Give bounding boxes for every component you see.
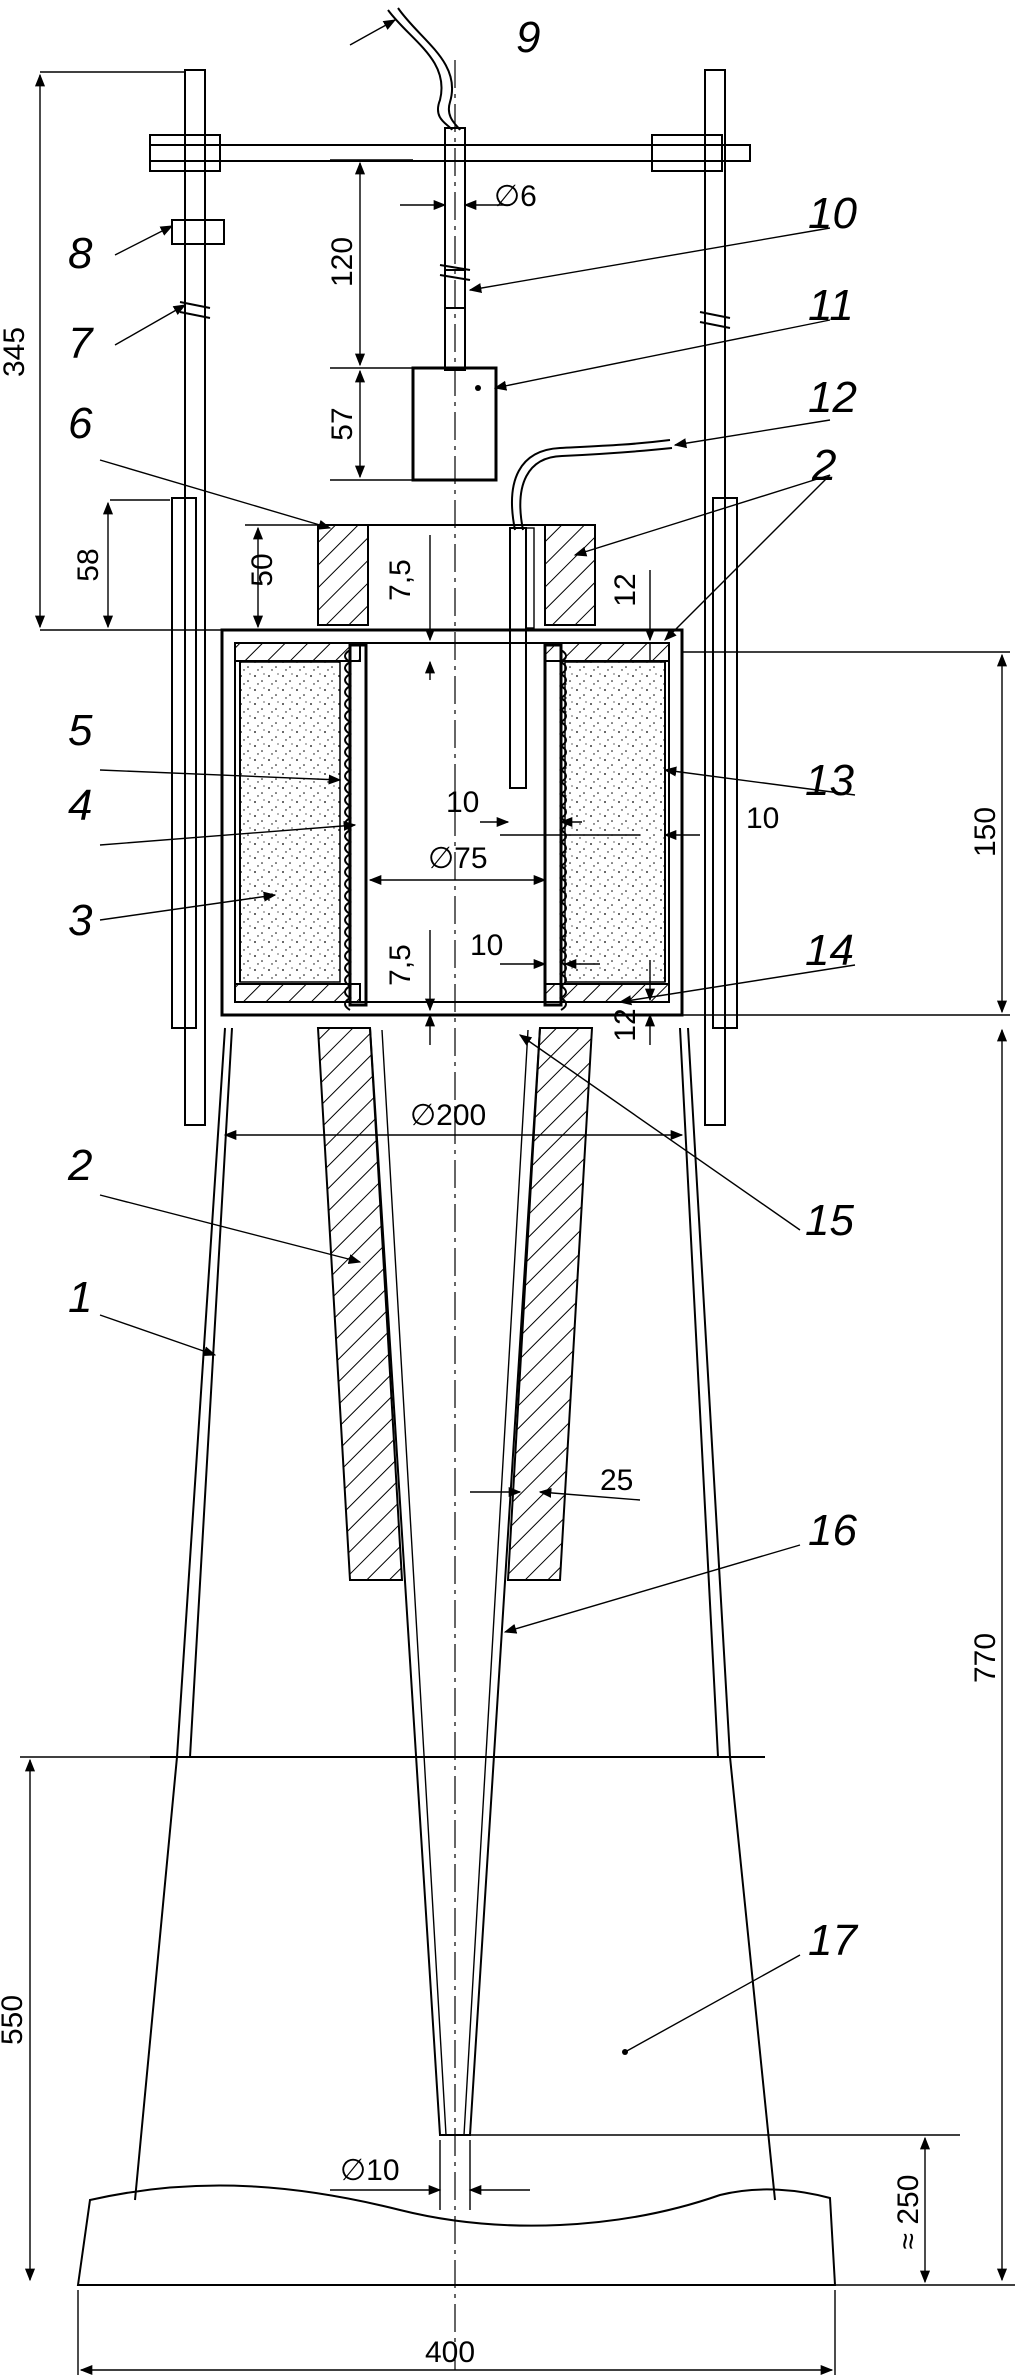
dim-345: 345 (0, 327, 31, 377)
dimension-lines (20, 71, 1015, 2376)
stand-right-break (699, 311, 731, 329)
dim-120: 120 (326, 237, 359, 287)
dim-400: 400 (425, 2336, 475, 2369)
label-16: 16 (808, 1506, 857, 1555)
thermocouple-12-sheath (509, 527, 527, 789)
insulation-left (239, 661, 341, 983)
dim-phi75: ∅75 (428, 842, 488, 875)
stand-clamp-8 (171, 219, 225, 245)
label-17: 17 (808, 1916, 858, 1965)
thermocouple-12-wire-b (519, 447, 673, 531)
funnel (369, 1027, 541, 2136)
box-17 (134, 1756, 776, 2201)
label-3: 3 (68, 896, 93, 945)
leader-lines (99, 19, 856, 2053)
crossbar (149, 144, 751, 162)
label-1: 1 (68, 1273, 92, 1322)
dim-58: 58 (72, 548, 105, 581)
label-14: 14 (805, 926, 854, 975)
dim-10-right: 10 (746, 802, 779, 835)
dim-10-mid: 10 (470, 929, 503, 962)
label-10: 10 (808, 189, 857, 238)
label-13: 13 (805, 756, 854, 805)
furnace-casing-inner (234, 642, 670, 1003)
sleeve-right-outer (712, 497, 738, 1029)
label-2-mid: 2 (67, 1141, 92, 1190)
thermocouple-12-tube (525, 527, 535, 629)
label-2-top: 2 (811, 441, 836, 490)
dim-150: 150 (969, 807, 1002, 857)
label-9: 9 (516, 13, 540, 62)
dim-50: 50 (246, 553, 279, 586)
stand-leg-left (176, 1027, 233, 1758)
label-15: 15 (805, 1196, 854, 1245)
cone-insert-right (506, 1027, 594, 1581)
weight-center-dot (475, 385, 481, 391)
weight-block (411, 366, 498, 482)
top-ring-left (317, 524, 369, 626)
crossbar-clamp-right (651, 134, 723, 172)
stand-right-post (704, 69, 726, 1126)
label-4: 4 (68, 781, 92, 830)
thermocouple-wire-top (387, 9, 453, 131)
dim-12-bottom: 12 (609, 1008, 642, 1041)
dim-7-5-bottom: 7,5 (384, 944, 417, 986)
dim-770: 770 (969, 1633, 1002, 1683)
dim-10-left: 10 (446, 786, 479, 819)
dim-phi6: ∅6 (494, 180, 537, 213)
dim-7-5-top: 7,5 (384, 559, 417, 601)
funnel-inner (381, 1029, 529, 2136)
stand-leg-right (679, 1027, 731, 1758)
label-12: 12 (808, 373, 857, 422)
label-7: 7 (68, 319, 94, 368)
label-5: 5 (68, 706, 93, 755)
label-8: 8 (68, 229, 93, 278)
thermocouple-12-wire (511, 439, 671, 531)
dim-phi10: ∅10 (340, 2154, 400, 2187)
top-plate-left (234, 642, 361, 662)
crossbar-clamp-left (149, 134, 221, 172)
rod-upper (444, 127, 466, 309)
dim-57: 57 (326, 407, 359, 440)
label-11: 11 (808, 281, 854, 330)
rod-break (439, 264, 471, 281)
tube-right (543, 643, 563, 1007)
thermocouple-wire-top-2 (397, 7, 461, 131)
dim-25: 25 (600, 1464, 633, 1497)
dim-250: ≈ 250 (892, 2175, 925, 2250)
dim-phi200: ∅200 (410, 1099, 486, 1132)
dim-12-top: 12 (609, 573, 642, 606)
bottom-plate-left (234, 983, 361, 1003)
heating-coil-right (559, 649, 567, 1011)
rod-lower (444, 269, 466, 371)
furnace-casing (220, 628, 684, 1017)
cone-insert-left (316, 1027, 404, 1581)
stand-left-post (184, 69, 206, 1126)
label-6: 6 (68, 399, 93, 448)
top-ring-right (544, 524, 596, 626)
dim-550: 550 (0, 1995, 29, 2045)
sleeve-left-outer (171, 497, 197, 1029)
base-block (76, 2184, 837, 2286)
